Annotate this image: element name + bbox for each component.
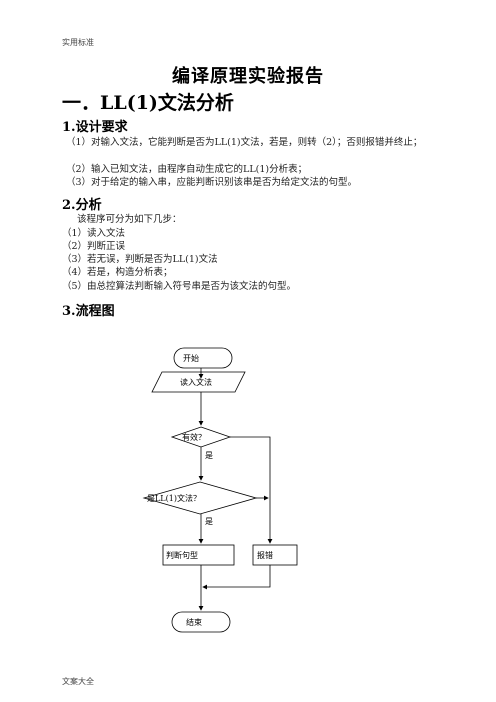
analysis-item-4: （4）若是，构造分析表； bbox=[62, 267, 173, 278]
end-label: 结束 bbox=[186, 618, 202, 627]
analysis-item-5: （5）由总控算法判断输入符号串是否为该文法的句型。 bbox=[62, 281, 297, 292]
page-footer: 文案大全 bbox=[62, 677, 94, 686]
analysis-item-1: （1）读入文法 bbox=[62, 228, 126, 239]
judge-node bbox=[162, 544, 235, 566]
end-node bbox=[171, 611, 231, 633]
design-item-3: （3）对于给定的输入串，应能判断识别该串是否为给定文法的句型。 bbox=[66, 177, 358, 188]
section-title: 一．LL(1)文法分析 bbox=[62, 92, 234, 114]
read-node bbox=[151, 371, 246, 393]
start-node bbox=[173, 347, 233, 369]
page-header: 实用标准 bbox=[62, 38, 94, 47]
analysis-item-2: （2）判断正误 bbox=[62, 241, 126, 252]
start-label: 开始 bbox=[183, 354, 199, 363]
design-heading: 1.设计要求 bbox=[62, 120, 128, 135]
read-label: 读入文法 bbox=[180, 378, 212, 387]
judge-label: 判断句型 bbox=[166, 551, 198, 560]
yes-label-2: 是 bbox=[205, 517, 213, 526]
ll1-label: 是LL(1)文法？ bbox=[147, 494, 201, 503]
valid-label: 有效？ bbox=[182, 433, 206, 442]
analysis-item-3: （3）若无误，判断是否为LL(1)文法 bbox=[62, 254, 218, 265]
design-item-2: （2）输入已知文法，由程序自动生成它的LL(1)分析表； bbox=[66, 164, 308, 175]
error-node bbox=[252, 544, 298, 566]
error-label: 报错 bbox=[257, 551, 273, 560]
flowchart-heading: 3.流程图 bbox=[62, 304, 115, 319]
yes-label-1: 是 bbox=[205, 451, 213, 460]
ll1-decision bbox=[142, 481, 258, 515]
analysis-heading: 2.分析 bbox=[62, 198, 102, 213]
document-title: 编译原理实验报告 bbox=[172, 66, 324, 87]
design-item-1: （1）对输入文法，它能判断是否为LL(1)文法，若是，则转（2）；否则报错并终止… bbox=[66, 137, 423, 148]
analysis-intro: 该程序可分为如下几步： bbox=[77, 214, 182, 225]
